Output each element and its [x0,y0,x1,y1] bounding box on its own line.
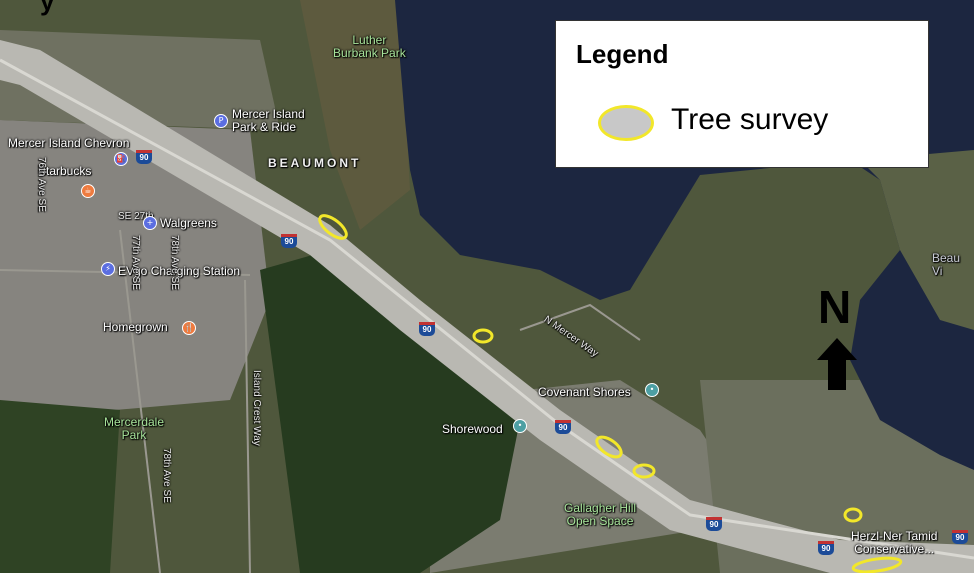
place-label-covenant-shores[interactable]: Covenant Shores [538,385,631,399]
residential-pin-icon[interactable]: • [645,383,659,397]
place-label-park-ride[interactable]: Mercer Island Park & Ride [232,107,305,135]
north-arrow-icon [817,338,857,390]
restaurant-pin-icon[interactable]: 🍴 [182,321,196,335]
road-78th-ave [119,229,161,573]
road-se-27th [0,269,251,276]
tree-survey-site-2 [472,328,494,344]
place-label-starbucks[interactable]: Starbucks [38,164,92,178]
tree-survey-site-6 [851,556,903,573]
road-island-crest-way [244,279,251,573]
road-label-76th-ave: 76th Ave SE [36,157,47,212]
interstate-shield-icon: 90 [952,530,968,544]
place-label-homegrown[interactable]: Homegrown [103,320,168,334]
north-arrow: N [812,281,862,393]
east-shore [860,150,974,330]
tree-survey-site-4 [632,463,656,479]
road-label-island-crest-way: Island Crest Way [251,370,262,446]
interstate-shield-icon: 90 [281,234,297,248]
tree-survey-site-1 [318,214,348,240]
place-label-walgreens[interactable]: Walgreens [160,216,217,230]
legend-entry-label: Tree survey [671,103,829,136]
place-label-evgo[interactable]: EVgo Charging Station [118,264,241,278]
legend-title: Legend [576,39,669,69]
interstate-shield-icon: 90 [706,517,722,531]
tree-survey-site-5 [843,507,863,523]
urban-area-west [0,120,270,420]
charging-station-pin-icon[interactable]: ⚡ [101,262,115,276]
place-label-mercerdale-park[interactable]: Mercerdale Park [104,415,165,443]
road-label-77th-ave: 77th Ave SE [130,235,141,290]
gas-station-pin-icon[interactable]: ⛽ [114,152,128,166]
place-label-chevron[interactable]: Mercer Island Chevron [8,136,130,150]
north-letter: N [818,281,852,333]
place-label-gallagher-hill[interactable]: Gallagher Hill Open Space [564,501,637,529]
place-label-herzl-ner-tamid[interactable]: Herzl-Ner Tamid Conservative... [851,529,938,557]
road-label-se-27th: SE 27th [118,211,154,222]
interstate-shield-icon: 90 [818,541,834,555]
cafe-pin-icon[interactable]: ☕ [81,184,95,198]
road-label-78th-ave-south: 78th Ave SE [161,448,172,503]
interstate-shield-icon: 90 [555,420,571,434]
park-luther-burbank [300,0,410,230]
forest-central [260,250,520,573]
interstate-shield-icon: 90 [136,150,152,164]
place-label-beau-vi: Beau Vi [932,251,961,279]
pharmacy-pin-icon[interactable]: + [143,216,157,230]
cut-off-title: y [40,0,55,16]
interstate-shield-icon: 90 [419,322,435,336]
district-label-beaumont: BEAUMONT [268,156,362,170]
transit-pin-icon[interactable]: P [214,114,228,128]
interstate-90-corridor [0,40,974,573]
forest-southwest [0,400,120,573]
road-north-mercer-way [519,303,641,341]
place-label-shorewood[interactable]: Shorewood [442,422,503,436]
road-label-78th-ave: 78th Ave SE [169,235,180,290]
map-legend: Legend Tree survey [555,20,929,168]
place-label-luther-burbank-park[interactable]: Luther Burbank Park [333,33,406,61]
tree-survey-ellipse-icon [598,105,654,141]
residential-pin-icon[interactable]: • [513,419,527,433]
tree-survey-sites [318,214,903,573]
tree-survey-site-3 [595,435,623,459]
